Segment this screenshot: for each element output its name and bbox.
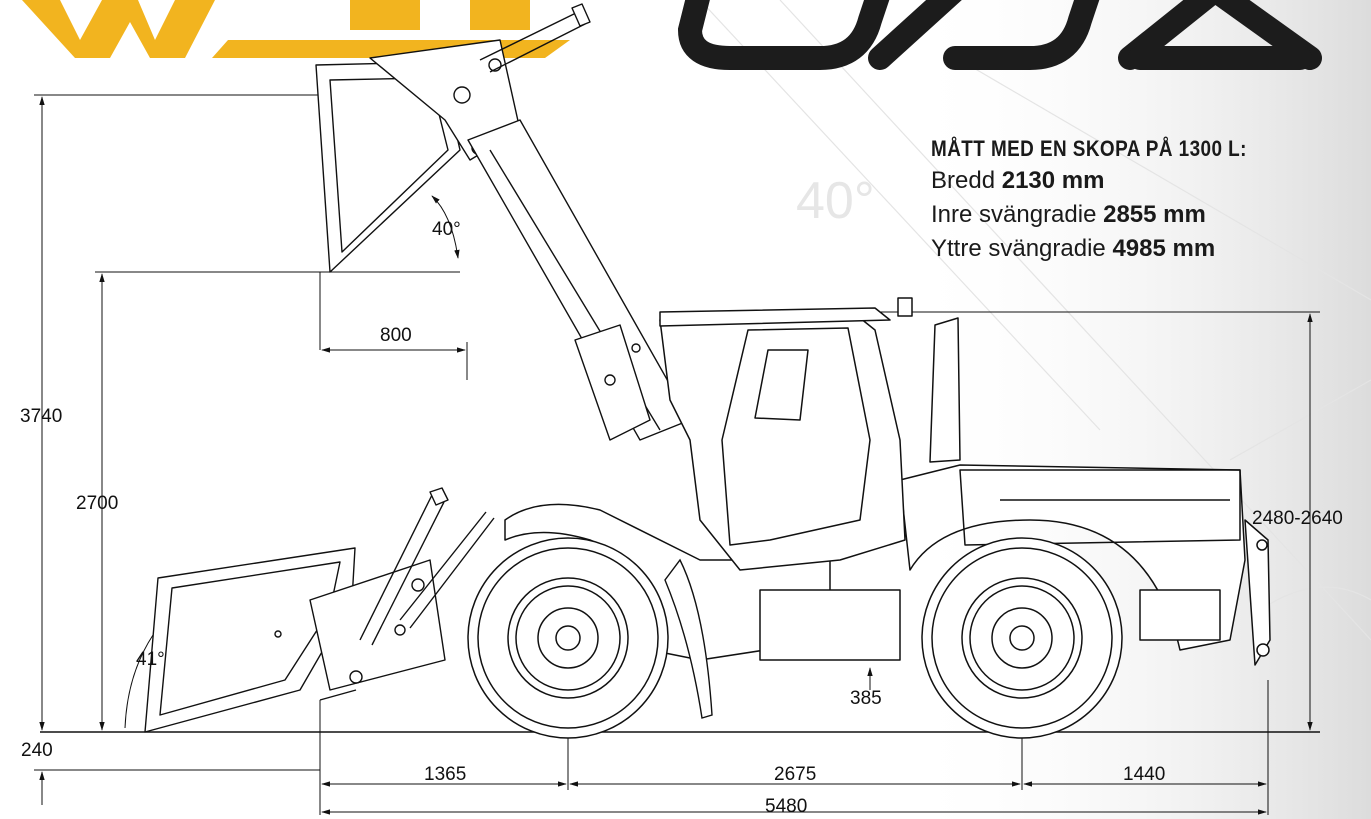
- spec-inner-value: 2855 mm: [1103, 201, 1206, 228]
- dim-reach: 800: [380, 325, 412, 346]
- spec-width: Bredd 2130 mm: [931, 164, 1351, 198]
- dim-ground-clearance: 385: [850, 688, 882, 709]
- watermark-lines: [699, 0, 1371, 641]
- front-wheel: [467, 537, 669, 739]
- rear-wheel: [921, 537, 1123, 739]
- dim-overall-height: 3740: [20, 406, 63, 427]
- dim-wheelbase: 2675: [774, 764, 817, 785]
- dim-rear-overhang: 1440: [1123, 764, 1166, 785]
- spec-width-label: Bredd: [931, 167, 1002, 194]
- dim-dig-depth: 240: [21, 740, 53, 761]
- spec-outer-turning-radius: Yttre svängradie 4985 mm: [931, 232, 1351, 266]
- brand-logo-dark: [677, 0, 1322, 70]
- dim-front-overhang: 1365: [424, 764, 467, 785]
- dim-dump-angle: 40°: [432, 219, 461, 240]
- watermark-angle: 40°: [796, 172, 875, 230]
- dim-rollback-angle: 41°: [136, 649, 165, 670]
- specs-panel: MÅTT MED EN SKOPA PÅ 1300 L: Bredd 2130 …: [931, 134, 1351, 266]
- lowered-bucket: [144, 487, 495, 733]
- boom-arm: [467, 119, 691, 441]
- specs-title: MÅTT MED EN SKOPA PÅ 1300 L:: [931, 136, 1247, 161]
- spec-inner-label: Inre svängradie: [931, 201, 1104, 228]
- raised-bucket: [315, 3, 591, 273]
- dim-cab-height: 2480-2640: [1252, 508, 1343, 529]
- dim-overall-length: 5480: [765, 796, 808, 817]
- spec-outer-label: Yttre svängradie: [931, 235, 1113, 262]
- front-mudguard: [664, 558, 713, 719]
- spec-width-value: 2130 mm: [1001, 167, 1105, 194]
- dim-hinge-height: 2700: [76, 493, 119, 514]
- spec-outer-value: 4985 mm: [1112, 235, 1216, 262]
- spec-inner-turning-radius: Inre svängradie 2855 mm: [931, 198, 1351, 232]
